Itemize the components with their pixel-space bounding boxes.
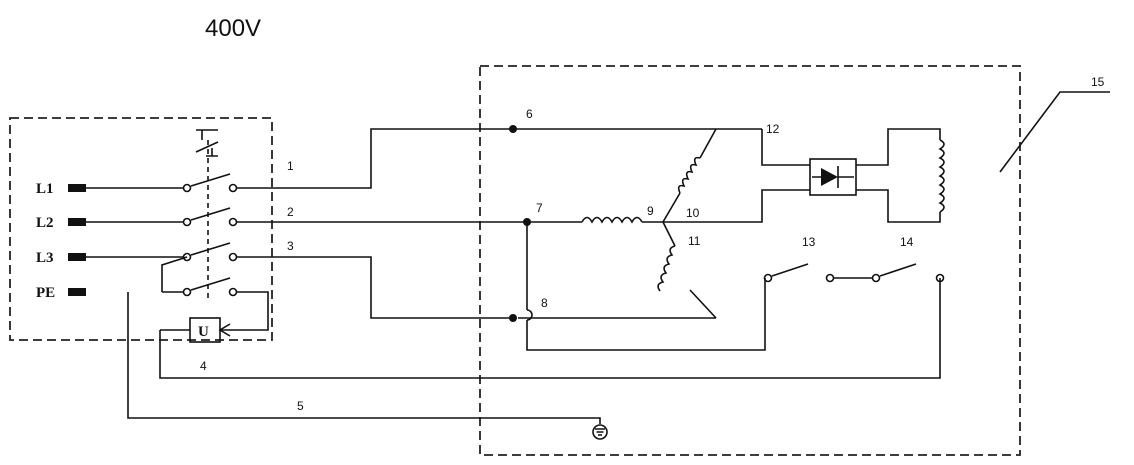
terminal-label-l3: L3 [36, 250, 54, 266]
terminal-label-l2: L2 [36, 215, 54, 231]
relay-label: U [198, 324, 209, 340]
voltage-title: 400V [205, 15, 261, 42]
wire-5 [127, 292, 601, 424]
main-switch [86, 129, 238, 300]
label-6: 6 [526, 107, 533, 121]
motor-windings [527, 128, 717, 319]
thermal-contacts [763, 263, 945, 283]
label-13: 13 [802, 235, 816, 249]
label-7: 7 [536, 201, 543, 215]
label-4: 4 [200, 359, 207, 373]
leader-line-15 [999, 91, 1110, 173]
brake-coil [938, 139, 945, 213]
terminal-label-pe: PE [36, 285, 55, 301]
wire-4 [159, 278, 941, 379]
label-3: 3 [287, 239, 294, 253]
wire-3 [236, 256, 512, 319]
ground-symbol [592, 424, 608, 440]
label-9: 9 [647, 204, 654, 218]
label-10: 10 [686, 206, 700, 220]
wire-1 [236, 128, 762, 189]
undervoltage-relay [160, 291, 269, 343]
terminal-label-l1: L1 [36, 181, 54, 197]
terminal-blocks [68, 184, 86, 296]
junction-8 [509, 314, 517, 322]
label-1: 1 [287, 159, 294, 173]
label-12: 12 [766, 122, 780, 136]
rectifier [663, 128, 941, 223]
switch-box-outline [9, 117, 273, 341]
label-11: 11 [688, 234, 701, 248]
junction-6 [509, 125, 517, 133]
label-15: 15 [1091, 75, 1105, 89]
label-14: 14 [900, 235, 914, 249]
label-2: 2 [287, 205, 294, 219]
label-8: 8 [541, 296, 548, 310]
motor-box-outline [479, 65, 1021, 456]
label-5: 5 [297, 399, 304, 413]
